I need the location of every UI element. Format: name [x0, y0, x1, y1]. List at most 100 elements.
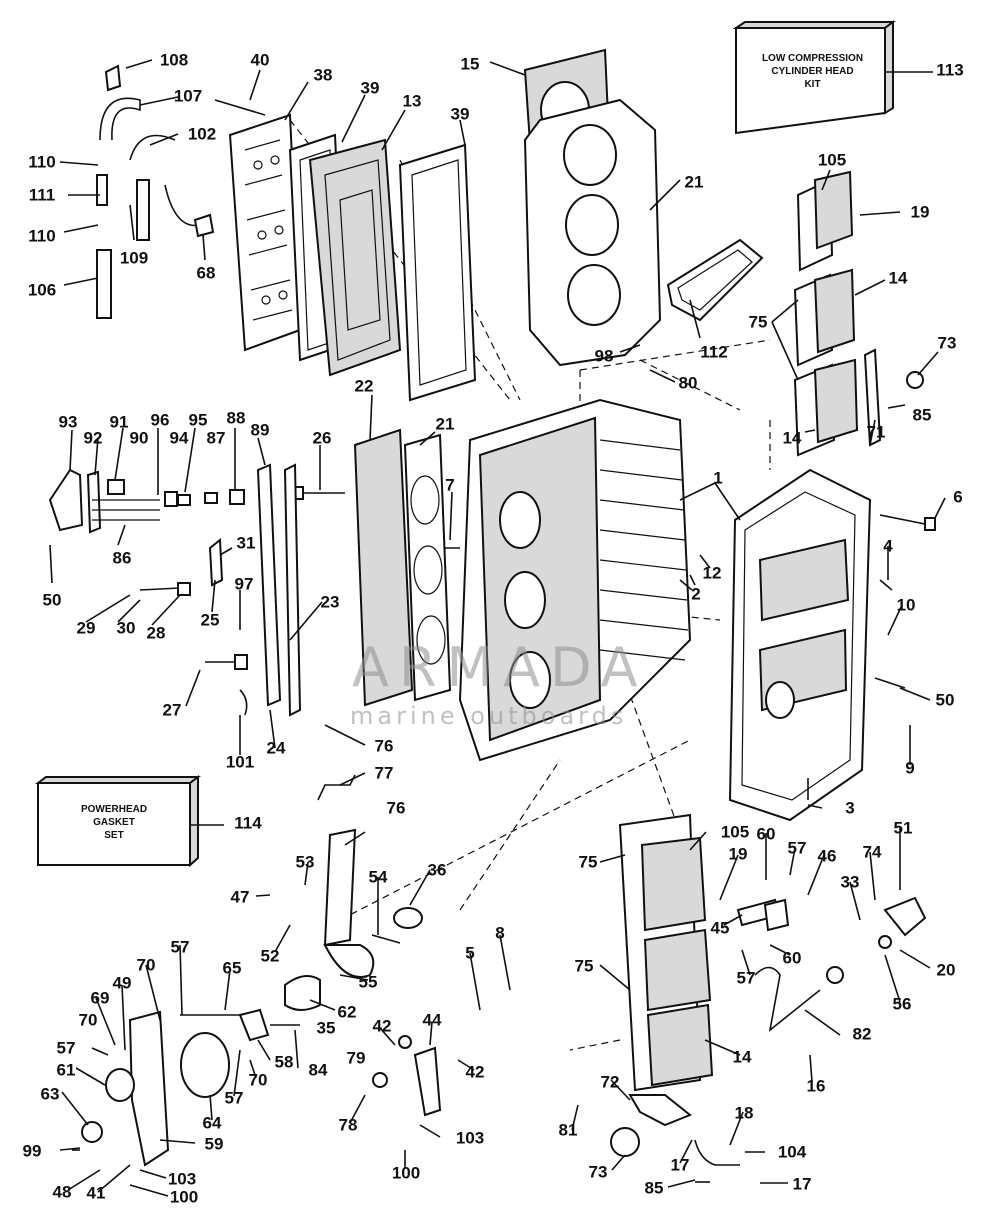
- throttle-and-shift-linkage: [59, 774, 442, 1167]
- label-10: 10: [896, 595, 916, 615]
- watermark-brand: ARMADA: [352, 636, 648, 699]
- label-96: 96: [150, 410, 170, 430]
- label-60-b: 60: [782, 948, 802, 968]
- label-108: 108: [159, 50, 189, 70]
- label-86: 86: [112, 548, 132, 568]
- label-45: 45: [710, 918, 730, 938]
- label-48: 48: [52, 1182, 72, 1202]
- label-22: 22: [354, 376, 374, 396]
- label-97: 97: [234, 574, 254, 594]
- label-30: 30: [116, 618, 136, 638]
- label-61: 61: [56, 1060, 76, 1080]
- powerhead-gasket-set-box: [35, 775, 201, 868]
- label-53: 53: [295, 852, 315, 872]
- label-111: 111: [28, 185, 56, 205]
- low-compression-kit-box: [732, 20, 896, 135]
- label-24: 24: [266, 738, 286, 758]
- label-21-a: 21: [684, 172, 704, 192]
- label-26: 26: [312, 428, 332, 448]
- label-54: 54: [368, 867, 388, 887]
- cylinder-head-gasket: [523, 98, 662, 367]
- intake-manifold-reed-plate: [618, 813, 714, 1092]
- low-compression-kit-text: LOW COMPRESSION CYLINDER HEAD KIT: [745, 52, 880, 91]
- hoses-and-fittings: [96, 64, 215, 319]
- kit-line-1: LOW COMPRESSION: [761, 53, 864, 64]
- label-62: 62: [337, 1002, 357, 1022]
- label-78: 78: [338, 1115, 358, 1135]
- label-57-c: 57: [170, 937, 190, 957]
- label-31: 31: [236, 533, 256, 553]
- label-23: 23: [320, 592, 340, 612]
- label-35: 35: [316, 1018, 336, 1038]
- label-14-a: 14: [888, 268, 908, 288]
- label-55: 55: [358, 972, 378, 992]
- label-39-b: 39: [450, 104, 470, 124]
- label-90: 90: [129, 428, 149, 448]
- label-110-a: 110: [28, 152, 56, 172]
- label-103-a: 103: [455, 1128, 485, 1148]
- label-47: 47: [230, 887, 250, 907]
- label-91: 91: [109, 412, 129, 432]
- label-41: 41: [86, 1183, 106, 1203]
- label-2: 2: [691, 584, 701, 604]
- label-17-b: 17: [792, 1174, 812, 1194]
- label-20: 20: [936, 960, 956, 980]
- label-73-a: 73: [937, 333, 957, 353]
- label-42-a: 42: [372, 1016, 392, 1036]
- label-98: 98: [594, 346, 614, 366]
- bolts-and-studs: [214, 99, 936, 944]
- label-56: 56: [892, 994, 912, 1014]
- label-57-a: 57: [787, 838, 807, 858]
- label-95: 95: [188, 410, 208, 430]
- label-80: 80: [678, 373, 698, 393]
- watermark-tagline: marine outboards: [350, 702, 628, 730]
- label-15: 15: [460, 54, 480, 74]
- label-57-b: 57: [736, 968, 756, 988]
- exhaust-inner-gasket: [398, 143, 477, 402]
- gasket-line-1: POWERHEAD: [80, 804, 148, 815]
- label-19-a: 19: [910, 202, 930, 222]
- label-19-b: 19: [728, 844, 748, 864]
- label-72: 72: [600, 1072, 620, 1092]
- label-110-b: 110: [28, 226, 56, 246]
- label-92: 92: [83, 428, 103, 448]
- label-103-b: 103: [167, 1169, 197, 1189]
- label-82: 82: [852, 1024, 872, 1044]
- label-49: 49: [112, 973, 132, 993]
- label-59: 59: [204, 1134, 224, 1154]
- label-3: 3: [845, 798, 855, 818]
- label-102: 102: [187, 124, 217, 144]
- exhaust-cover-plate: [228, 113, 302, 352]
- label-60-a: 60: [756, 824, 776, 844]
- label-85-a: 85: [912, 405, 932, 425]
- label-113: 113: [936, 60, 964, 80]
- label-50-b: 50: [935, 690, 955, 710]
- gasket-line-3: SET: [104, 830, 124, 841]
- label-63: 63: [40, 1084, 60, 1104]
- thermostat-cover-gasket: [666, 238, 764, 322]
- label-7: 7: [445, 475, 455, 495]
- label-17-a: 17: [670, 1155, 690, 1175]
- label-76-a: 76: [374, 736, 394, 756]
- label-1: 1: [713, 468, 723, 488]
- label-44: 44: [422, 1010, 442, 1030]
- gasket-line-2: GASKET: [93, 817, 135, 828]
- label-12: 12: [702, 563, 722, 583]
- right-lower-hardware: [610, 896, 927, 1183]
- label-6: 6: [953, 487, 963, 507]
- label-50-a: 50: [42, 590, 62, 610]
- label-68: 68: [196, 263, 216, 283]
- label-100-a: 100: [391, 1163, 421, 1183]
- label-25: 25: [200, 610, 220, 630]
- label-79: 79: [346, 1048, 366, 1068]
- reed-valve-assemblies-upper: [793, 170, 924, 457]
- label-99: 99: [22, 1141, 42, 1161]
- label-70-c: 70: [248, 1070, 268, 1090]
- label-40: 40: [250, 50, 270, 70]
- crankcase-half: [728, 468, 872, 822]
- label-74: 74: [862, 842, 882, 862]
- label-57-e: 57: [224, 1088, 244, 1108]
- label-84: 84: [308, 1060, 328, 1080]
- label-88: 88: [226, 408, 246, 428]
